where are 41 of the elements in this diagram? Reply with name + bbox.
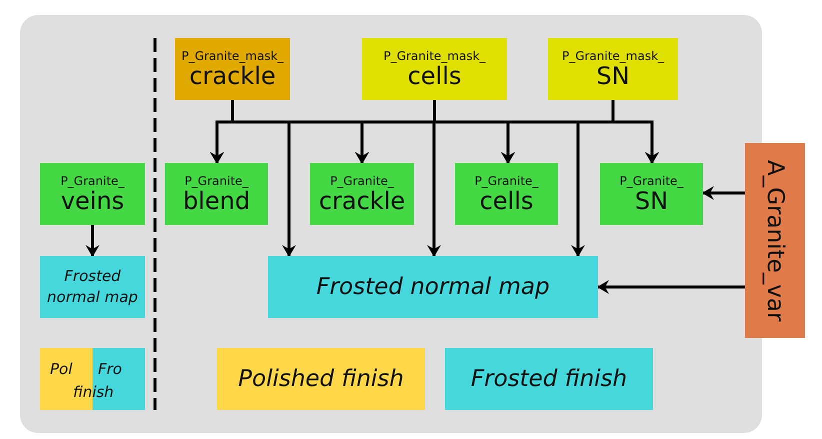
name-suffix: blend: [182, 188, 250, 214]
name-suffix: cells: [480, 188, 534, 214]
texture-box: [600, 163, 703, 225]
name-prefix: P_Granite_mask_: [181, 49, 284, 63]
box-label: Polished finish: [238, 366, 404, 392]
variable-box: [745, 143, 805, 338]
mask-box: [548, 38, 678, 100]
box-label: Frosted normal map: [46, 266, 139, 308]
mask-box: [362, 38, 507, 100]
mask-box: [175, 38, 290, 100]
texture-box: [40, 163, 145, 225]
texture-box: [310, 163, 414, 225]
name-suffix: cells: [408, 63, 462, 89]
finish-box: [40, 348, 145, 410]
box-label: A_Granite_var: [762, 160, 788, 322]
name-prefix: P_Granite_mask_: [383, 49, 486, 63]
texture-box: [165, 163, 268, 225]
name-prefix: P_Granite_: [60, 174, 124, 188]
texture-box: [455, 163, 558, 225]
arrow: [571, 100, 614, 257]
map-box: [40, 256, 145, 318]
name-suffix: veins: [60, 188, 124, 214]
box-label: Fro: [98, 360, 122, 378]
map-box: [217, 348, 425, 410]
name-prefix: P_Granite_: [474, 174, 538, 188]
arrow: [702, 186, 745, 200]
name-suffix: SN: [634, 188, 668, 214]
name-suffix: SN: [596, 63, 630, 89]
name-suffix: crackle: [318, 188, 406, 214]
name-prefix: P_Granite_: [184, 174, 248, 188]
map-box: [268, 256, 598, 318]
name-suffix: crackle: [189, 63, 276, 89]
name-prefix: P_Granite_: [620, 174, 684, 188]
box-label: Frosted normal map: [316, 274, 550, 300]
arrow: [86, 225, 100, 257]
name-prefix: P_Granite_: [330, 174, 394, 188]
name-prefix: P_Granite_mask_: [562, 49, 664, 63]
map-box: [445, 348, 653, 410]
box-label: Frosted finish: [470, 366, 628, 392]
box-label: Pol: [50, 360, 72, 378]
arrow: [597, 280, 745, 294]
